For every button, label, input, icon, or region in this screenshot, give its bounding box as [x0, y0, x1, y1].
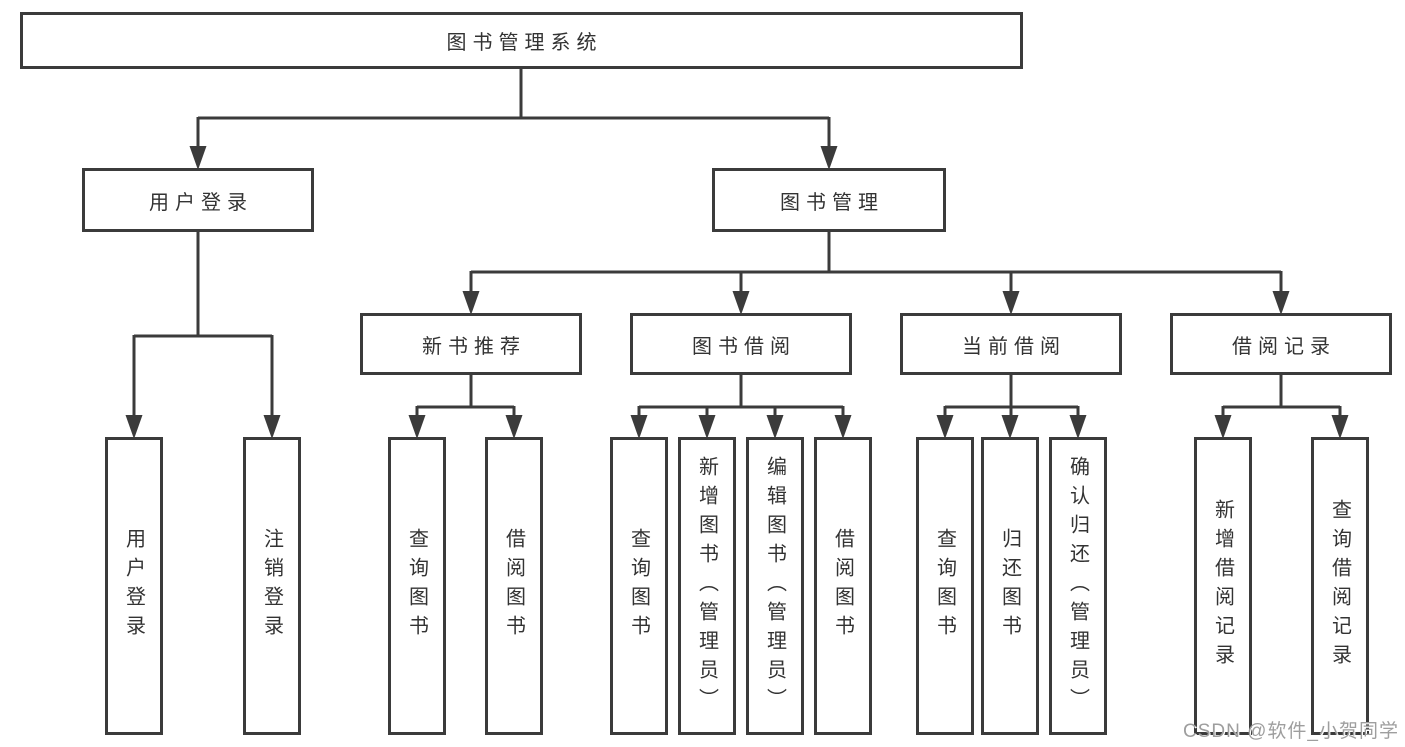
leaf-confirm-return-admin: 确认归还（管理员） [1049, 437, 1107, 735]
leaf-logout: 注销登录 [243, 437, 301, 735]
leaf-query-books-borrow: 查询图书 [610, 437, 668, 735]
leaf-query-books-recommend: 查询图书 [388, 437, 446, 735]
node-book-borrow: 图书借阅 [630, 313, 852, 375]
leaf-return-book: 归还图书 [981, 437, 1039, 735]
csdn-watermark: CSDN @软件_小贺同学 [1183, 721, 1399, 742]
node-current-borrow: 当前借阅 [900, 313, 1122, 375]
node-new-book-recommend: 新书推荐 [360, 313, 582, 375]
leaf-add-book-admin: 新增图书（管理员） [678, 437, 736, 735]
node-library-management-system: 图书管理系统 [20, 12, 1023, 69]
leaf-borrow-books: 借阅图书 [814, 437, 872, 735]
node-book-management: 图书管理 [712, 168, 946, 232]
leaf-add-borrow-record: 新增借阅记录 [1194, 437, 1252, 735]
node-user-login: 用户登录 [82, 168, 314, 232]
leaf-user-login: 用户登录 [105, 437, 163, 735]
node-borrow-records: 借阅记录 [1170, 313, 1392, 375]
leaf-query-borrow-record: 查询借阅记录 [1311, 437, 1369, 735]
leaf-query-books-current: 查询图书 [916, 437, 974, 735]
leaf-edit-book-admin: 编辑图书（管理员） [746, 437, 804, 735]
leaf-borrow-books-recommend: 借阅图书 [485, 437, 543, 735]
